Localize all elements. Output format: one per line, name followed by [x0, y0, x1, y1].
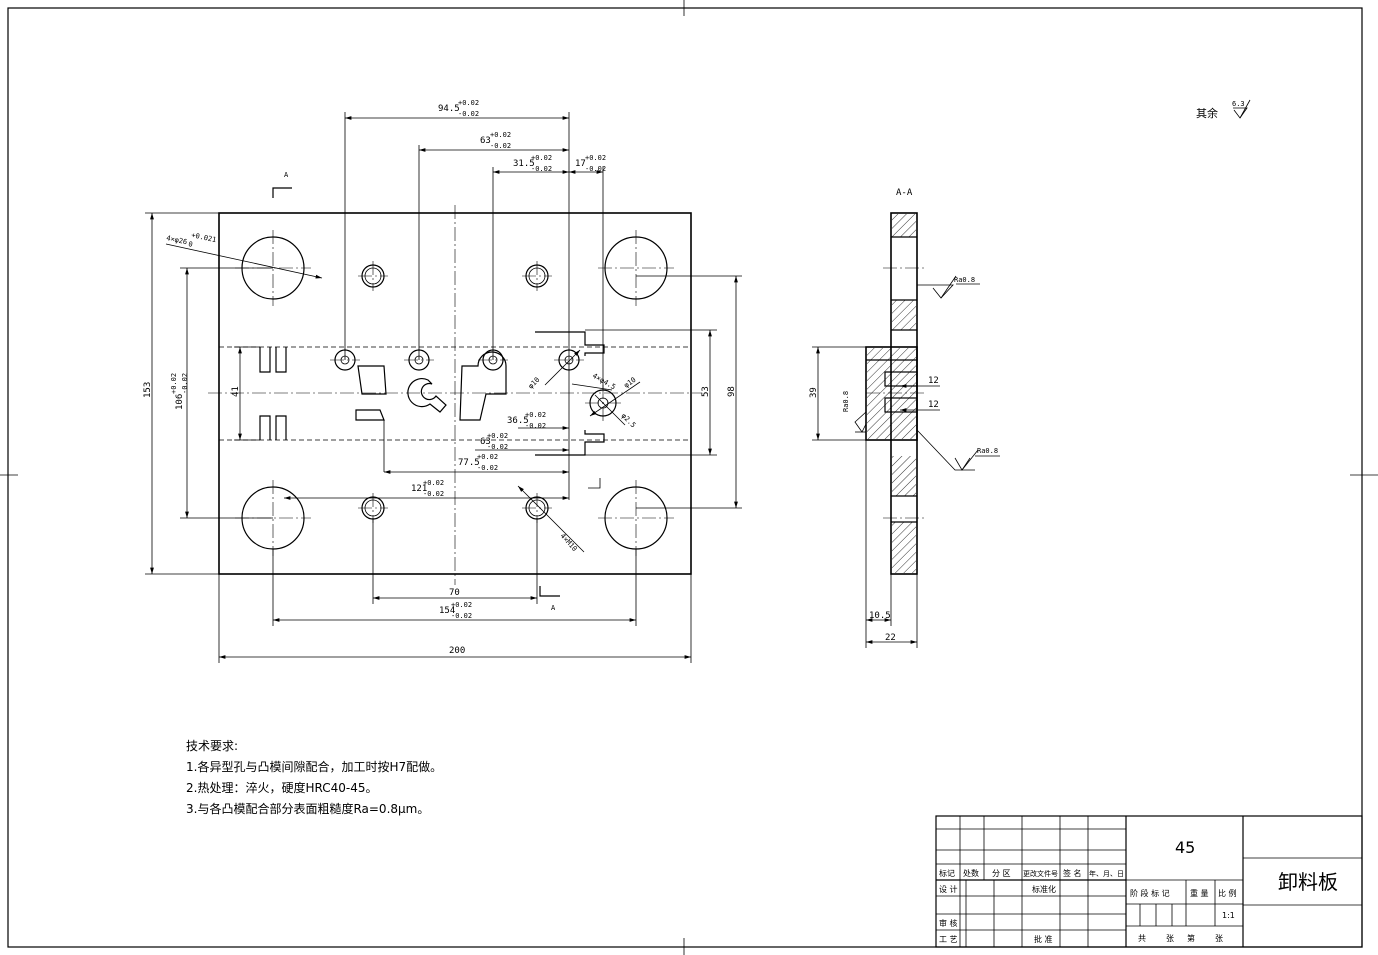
dim-77-5-tol-dn: -0.02	[477, 464, 498, 472]
sheet-unit: 张	[1215, 934, 1223, 943]
part-name: 卸料板	[1278, 870, 1338, 894]
sheets-unit: 张	[1166, 934, 1174, 943]
dim-31-5-tol-up: +0.02	[531, 154, 552, 162]
dim-106-tol-up: +0.02	[170, 373, 178, 394]
note-item-3: 3.与各凸模配合部分表面粗糙度Ra=0.8μm。	[186, 802, 430, 816]
rev-header-2: 分 区	[992, 869, 1011, 878]
section-view-label: A-A	[896, 188, 913, 198]
right-dimensions: 53 98	[585, 275, 742, 509]
dim-154: 154	[439, 606, 455, 616]
note-item-2: 2.热处理：淬火，硬度HRC40-45。	[186, 781, 378, 795]
design-label: 设 计	[939, 884, 958, 894]
dim-77-5: 77.5	[458, 458, 480, 468]
section-indicator: A A	[272, 171, 601, 612]
dim-154-tol-up: +0.02	[451, 601, 472, 609]
rev-header-0: 标记	[939, 868, 955, 878]
weight-label: 重 量	[1190, 888, 1209, 898]
approve-label: 批 准	[1034, 934, 1053, 944]
sheet-no-label: 第	[1187, 933, 1195, 943]
callout-phi10-a: φ10	[527, 376, 542, 391]
material: 45	[1175, 838, 1195, 857]
stage-mark-label: 阶 段 标 记	[1130, 888, 1170, 898]
callout-phi2-5: φ2.5	[620, 412, 638, 430]
roughness-symbols: Ra0.8 Ra0.8 Ra0.8	[842, 275, 1000, 471]
dim-12-a: 12	[928, 376, 939, 386]
rev-header-1: 处数	[963, 868, 979, 878]
surface-finish-rest: 其余 6.3	[1196, 99, 1251, 120]
dim-121-tol-dn: -0.02	[423, 490, 444, 498]
standardize-label: 标准化	[1032, 884, 1056, 894]
scale-label: 比 例	[1218, 888, 1237, 898]
callout-m10: 4×M10	[559, 532, 579, 553]
dim-36-5-tol-dn: -0.02	[525, 422, 546, 430]
dim-22: 22	[885, 633, 896, 643]
hole-callout: 4×φ26 +0.021 0	[166, 231, 323, 279]
note-item-1: 1.各异型孔与凸模间隙配合，加工时按H7配做。	[186, 760, 443, 774]
dim-10-5: 10.5	[869, 611, 891, 621]
dim-106: 106	[175, 394, 185, 410]
technical-requirements: 技术要求: 1.各异型孔与凸模间隙配合，加工时按H7配做。 2.热处理：淬火，硬…	[186, 736, 442, 820]
dim-98: 98	[727, 386, 737, 397]
dim-36-5: 36.5	[507, 416, 529, 426]
section-view: A-A 39 12 12 10.5 22	[809, 188, 1000, 648]
rev-header-3: 更改文件号	[1023, 869, 1058, 878]
dim-63-mid: 63	[480, 437, 491, 447]
guide-hole-br	[598, 480, 674, 556]
dim-63-top-tol-dn: -0.02	[490, 142, 511, 150]
dim-63-mid-tol-dn: -0.02	[487, 443, 508, 451]
finish-rest-label: 其余	[1196, 106, 1218, 120]
dim-94-5: 94.5	[438, 104, 460, 114]
process-label: 工 艺	[939, 935, 958, 944]
dim-106-tol-dn: -0.02	[181, 373, 189, 394]
section-mark-top: A	[284, 171, 289, 179]
section-mark-bottom: A	[551, 604, 556, 612]
punch-openings	[259, 331, 605, 456]
dim-31-5-tol-dn: -0.02	[531, 165, 552, 173]
front-view: A A 94.5 +0.02 -0.02 63 +0.02 -0.02 31.5…	[143, 99, 742, 663]
ra-left: Ra0.8	[842, 391, 850, 412]
ra-right: Ra0.8	[977, 447, 998, 455]
dim-39: 39	[809, 387, 819, 398]
rev-header-5: 年、月、日	[1089, 869, 1124, 878]
dim-121: 121	[411, 484, 427, 494]
title-block: 45 卸料板 标记 处数 分 区 更改文件号 签 名 年、月、日 设 计 标准化…	[935, 815, 1363, 948]
dim-77-5-tol-up: +0.02	[477, 453, 498, 461]
dim-94-5-tol-up: +0.02	[458, 99, 479, 107]
top-dimensions: 94.5 +0.02 -0.02 63 +0.02 -0.02 31.5 +0.…	[344, 99, 606, 390]
bottom-dimensions: 70 154 +0.02 -0.02 200	[218, 518, 692, 663]
dim-17-tol-up: +0.02	[585, 154, 606, 162]
dim-63-top: 63	[480, 136, 491, 146]
dim-36-5-tol-up: +0.02	[525, 411, 546, 419]
dim-12-b: 12	[928, 400, 939, 410]
left-dimensions: 153 106 +0.02 -0.02 41	[143, 212, 273, 575]
review-label: 审 核	[939, 918, 958, 928]
dim-200: 200	[449, 646, 465, 656]
finish-rest-value: 6.3	[1232, 100, 1245, 108]
dim-41: 41	[231, 386, 241, 397]
dim-154-tol-dn: -0.02	[451, 612, 472, 620]
dim-17-tol-dn: -0.02	[585, 165, 606, 173]
dim-31-5: 31.5	[513, 159, 535, 169]
callout-4x26-tol-dn: 0	[188, 240, 194, 249]
ra-top: Ra0.8	[954, 276, 975, 284]
dim-153: 153	[143, 382, 153, 398]
rev-header-4: 签 名	[1063, 868, 1082, 878]
dim-70: 70	[449, 588, 460, 598]
guide-hole-tr	[598, 230, 674, 306]
dim-94-5-tol-dn: -0.02	[458, 110, 479, 118]
scale-value: 1:1	[1222, 911, 1235, 920]
dim-63-mid-tol-up: +0.02	[487, 432, 508, 440]
callout-4x26-tol-up: +0.021	[191, 231, 217, 244]
notes-title: 技术要求:	[186, 739, 239, 753]
sheets-label: 共	[1138, 934, 1146, 943]
callout-phi10-b: φ10	[623, 376, 638, 390]
dim-63-top-tol-up: +0.02	[490, 131, 511, 139]
dim-53: 53	[701, 386, 711, 397]
dim-121-tol-up: +0.02	[423, 479, 444, 487]
dim-17: 17	[575, 159, 586, 169]
